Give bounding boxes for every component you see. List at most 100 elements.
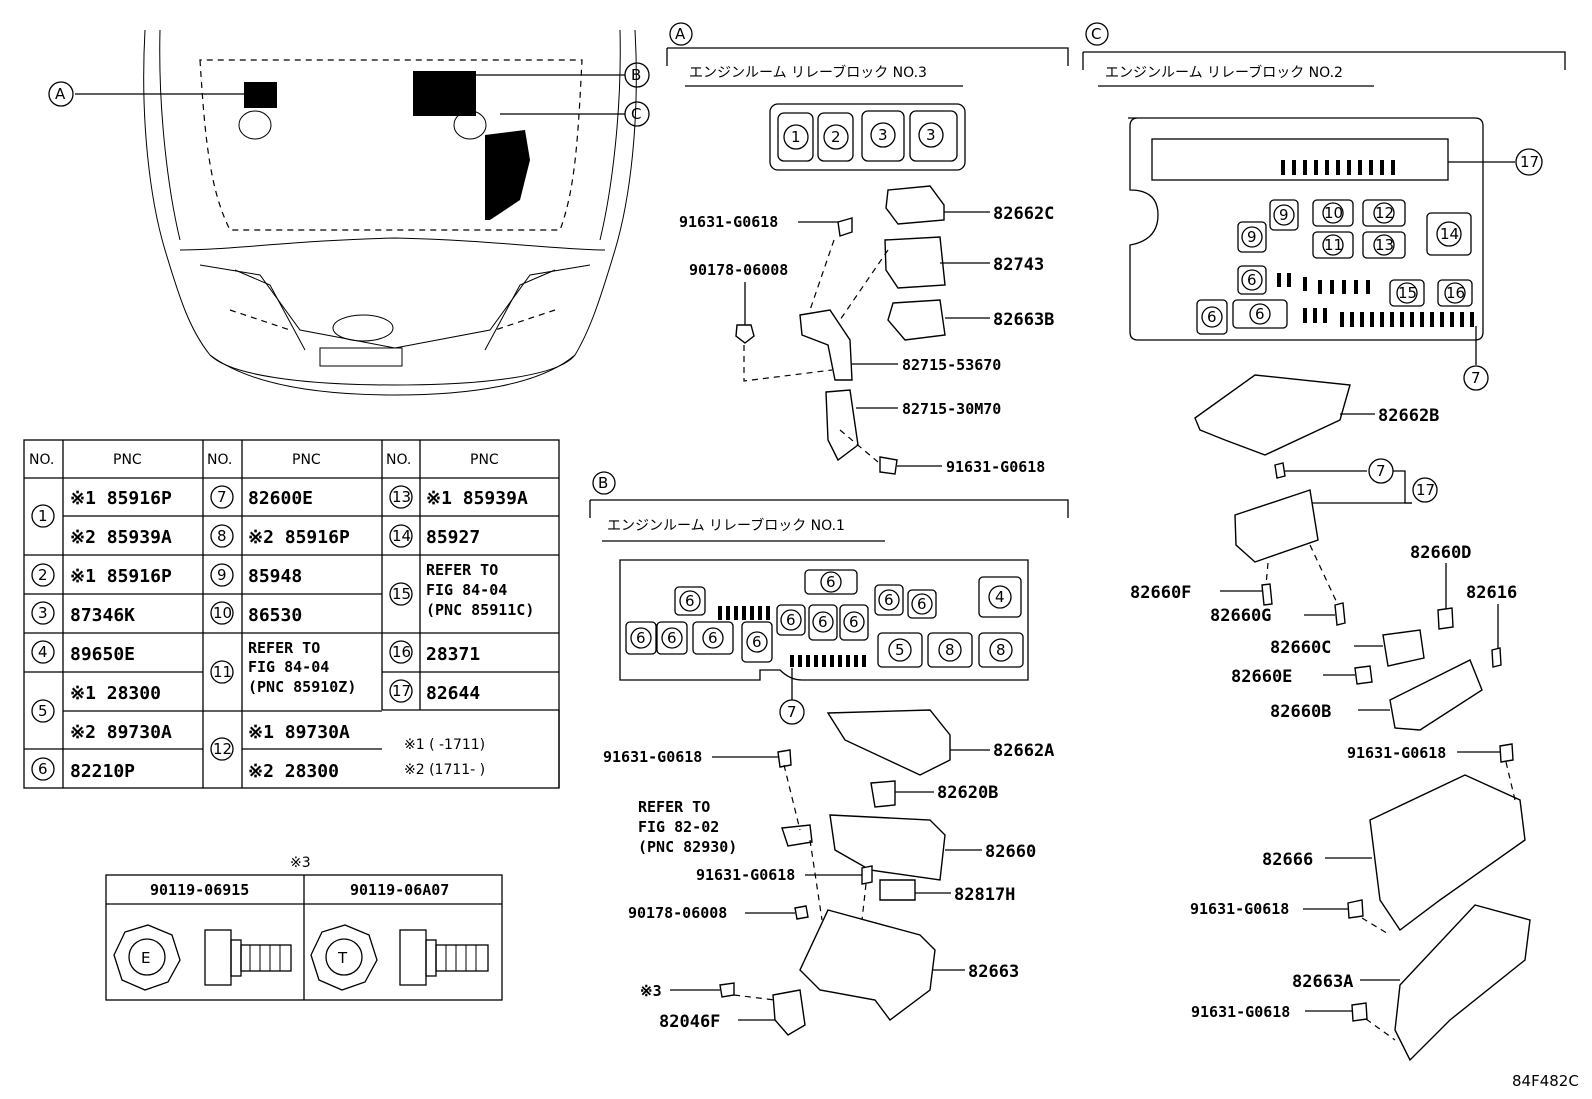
- b-slot-6-j: 6: [884, 591, 894, 609]
- b-slot-6-g: 6: [786, 611, 796, 629]
- label-91631-b2: 91631-G0618: [696, 866, 795, 884]
- parts-table: NO. PNC NO. PNC NO. PNC 1 2 3 4 5 6 ※1 8…: [23, 439, 560, 789]
- table-pnc-4: 89650E: [70, 644, 135, 665]
- table-no-5: 5: [38, 702, 48, 720]
- section-a-marker: A: [675, 25, 686, 43]
- c-slot-6-a: 6: [1247, 271, 1257, 289]
- note-x2: ※2 (1711- ): [404, 762, 485, 778]
- c-fuse-strip-mid: [1277, 273, 1370, 294]
- label-82715-30M70: 82715-30M70: [902, 400, 1001, 418]
- bolt-pnc-2: 90119-06A07: [350, 881, 449, 899]
- b-slot-6-f: 6: [826, 573, 836, 591]
- b-slot-6-e: 6: [752, 633, 762, 651]
- table-pnc-16: 28371: [426, 644, 480, 665]
- table-pnc-2: ※1 85916P: [70, 566, 172, 587]
- table-no-11: 11: [213, 663, 232, 681]
- table-no-12: 12: [213, 740, 232, 758]
- c-callout-17: 17: [1520, 153, 1539, 171]
- table-pnc-6: 82210P: [70, 761, 135, 782]
- a-slot-1: 1: [791, 128, 801, 146]
- table-no-9: 9: [217, 566, 227, 584]
- table-header-pnc-1: PNC: [113, 452, 142, 468]
- label-91631-c2: 91631-G0618: [1190, 900, 1289, 918]
- section-a-title: エンジンルーム リレーブロック NO.3: [689, 64, 927, 81]
- label-91631-c1: 91631-G0618: [1347, 744, 1446, 762]
- table-pnc-15-line1: REFER TO: [426, 561, 498, 579]
- a-slot-3a: 3: [878, 126, 888, 144]
- figure-id: 84F482C: [1512, 1072, 1579, 1090]
- table-no-3: 3: [38, 604, 48, 622]
- table-pnc-12a: ※1 89730A: [248, 722, 350, 743]
- refer-82-line3: (PNC 82930): [638, 838, 737, 856]
- table-pnc-1b: ※2 85939A: [70, 527, 172, 548]
- table-no-8: 8: [217, 527, 227, 545]
- label-82743: 82743: [993, 255, 1044, 275]
- section-b-marker: B: [598, 474, 608, 492]
- bolt-reference-table: ※3 90119-06915 90119-06A07 E T: [105, 855, 503, 1001]
- table-no-4: 4: [38, 643, 48, 661]
- c-slot-13: 13: [1375, 236, 1394, 254]
- b-fuse-strip-top: [718, 606, 770, 620]
- b-slot-6-d: 6: [708, 629, 718, 647]
- b-slot-6-a: 6: [685, 592, 695, 610]
- b-slot-5: 5: [895, 641, 905, 659]
- b-slot-8-a: 8: [945, 641, 955, 659]
- callout-a-car: A: [55, 85, 66, 103]
- section-c-title: エンジンルーム リレーブロック NO.2: [1105, 64, 1343, 81]
- label-82662C: 82662C: [993, 204, 1054, 224]
- label-82046F: 82046F: [659, 1012, 720, 1032]
- table-no-6: 6: [38, 760, 48, 778]
- table-no-15: 15: [392, 585, 411, 603]
- label-82660E: 82660E: [1231, 667, 1292, 687]
- c-callout-17-b: 17: [1416, 481, 1435, 499]
- c-slot-11: 11: [1324, 236, 1343, 254]
- table-no-14: 14: [392, 527, 411, 545]
- table-pnc-1a: ※1 85916P: [70, 488, 172, 509]
- table-pnc-7: 82600E: [248, 488, 313, 509]
- c-fuse-strip-top: [1281, 160, 1395, 175]
- table-no-17: 17: [392, 682, 411, 700]
- table-no-13: 13: [392, 488, 411, 506]
- table-pnc-8: ※2 85916P: [248, 527, 350, 548]
- section-c-relay-block-no2: C エンジンルーム リレーブロック NO.2 17 9 9 10 12 11 1…: [1082, 22, 1566, 1062]
- c-callout-7-a: 7: [1471, 369, 1481, 387]
- label-82660: 82660: [985, 842, 1036, 862]
- car-engine-bay-illustration: A B C: [48, 29, 650, 396]
- bolt-table-title: ※3: [290, 855, 311, 871]
- section-b-title: エンジンルーム リレーブロック NO.1: [607, 517, 845, 534]
- c-slot-14: 14: [1440, 225, 1459, 243]
- refer-82-line2: FIG 82-02: [638, 818, 719, 836]
- table-no-7: 7: [217, 488, 227, 506]
- table-no-1: 1: [38, 507, 48, 525]
- bolt-mark-t: T: [337, 949, 348, 967]
- section-c-marker: C: [1091, 25, 1101, 43]
- relay-block-b-location: [413, 71, 476, 116]
- table-pnc-15-line2: FIG 84-04: [426, 581, 507, 599]
- section-a-relay-block-no3: A エンジンルーム リレーブロック NO.3 1 2 3 3 82662C 82…: [666, 22, 1069, 476]
- table-no-10: 10: [213, 604, 232, 622]
- label-82817H: 82817H: [954, 885, 1015, 905]
- label-82666: 82666: [1262, 850, 1313, 870]
- label-82660D: 82660D: [1410, 543, 1471, 563]
- bolt-pnc-1: 90119-06915: [150, 881, 249, 899]
- bolt-mark-e: E: [141, 949, 150, 967]
- b-slot-6-b: 6: [636, 629, 646, 647]
- label-90178-a: 90178-06008: [689, 261, 788, 279]
- table-pnc-9: 85948: [248, 566, 302, 587]
- label-91631-c3: 91631-G0618: [1191, 1003, 1290, 1021]
- table-pnc-14: 85927: [426, 527, 480, 548]
- label-82616: 82616: [1466, 583, 1517, 603]
- label-91631-a2: 91631-G0618: [946, 458, 1045, 476]
- refer-82-line1: REFER TO: [638, 798, 710, 816]
- c-slot-9-a: 9: [1279, 206, 1289, 224]
- table-header-no-1: NO.: [29, 452, 54, 468]
- callout-b-car: B: [631, 66, 641, 84]
- c-fuse-strip-bottom: [1303, 308, 1474, 327]
- table-pnc-5b: ※2 89730A: [70, 722, 172, 743]
- label-82660C: 82660C: [1270, 638, 1331, 658]
- label-91631-b1: 91631-G0618: [603, 748, 702, 766]
- label-82663: 82663: [968, 962, 1019, 982]
- c-slot-16: 16: [1446, 284, 1465, 302]
- label-82663B: 82663B: [993, 310, 1054, 330]
